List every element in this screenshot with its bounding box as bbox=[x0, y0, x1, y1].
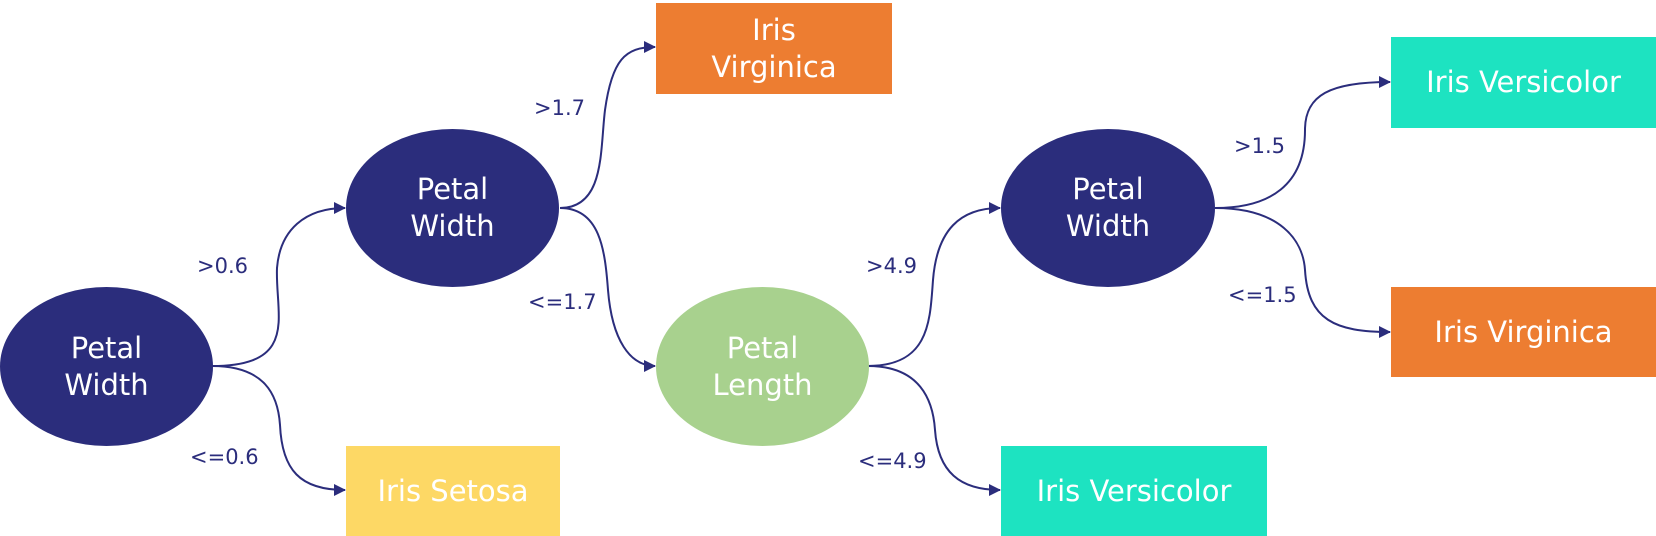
leaf-iris-versicolor-bottom: Iris Versicolor bbox=[1001, 446, 1267, 536]
node-mid-petal-width: Petal Width bbox=[346, 129, 559, 287]
leaf-virginica-right-label: Iris Virginica bbox=[1434, 314, 1613, 349]
node-right-petal-width: Petal Width bbox=[1001, 129, 1215, 287]
edge-petal-width-to-virginica-right bbox=[1214, 207, 1391, 338]
node-mid-line1: Petal bbox=[416, 172, 489, 206]
edge-petal-width-to-petal-length bbox=[559, 207, 656, 372]
edge-label-gt-0-6: >0.6 bbox=[197, 254, 248, 278]
leaf-versicolor-bottom-label: Iris Versicolor bbox=[1036, 473, 1232, 508]
leaf-versicolor-right-label: Iris Versicolor bbox=[1426, 65, 1621, 99]
edge-root-to-setosa bbox=[211, 365, 346, 496]
leaf-setosa-label: Iris Setosa bbox=[377, 473, 529, 508]
leaf-iris-setosa: Iris Setosa bbox=[346, 446, 560, 536]
edge-label-le-0-6: <=0.6 bbox=[190, 445, 259, 469]
node-petal-length: Petal Length bbox=[656, 287, 869, 446]
node-right-line2: Width bbox=[1065, 209, 1151, 243]
leaf-iris-virginica-right: Iris Virginica bbox=[1391, 287, 1656, 377]
edge-petal-width-to-virginica bbox=[559, 41, 656, 209]
leaf-iris-versicolor-right: Iris Versicolor bbox=[1391, 37, 1656, 128]
node-pl-line1: Petal bbox=[726, 330, 799, 365]
node-right-line1: Petal bbox=[1072, 172, 1144, 206]
node-root-line2: Width bbox=[64, 367, 149, 402]
leaf-virginica-top-line2: Virginica bbox=[711, 49, 837, 84]
edge-petal-width-to-versicolor bbox=[1214, 76, 1391, 209]
node-pl-line2: Length bbox=[712, 367, 813, 402]
edge-petal-length-to-petal-width bbox=[867, 202, 1001, 367]
edge-label-le-4-9: <=4.9 bbox=[858, 449, 927, 473]
edge-root-to-petal-width bbox=[211, 202, 346, 367]
edge-label-gt-1-5: >1.5 bbox=[1234, 134, 1285, 158]
edge-petal-length-to-versicolor bbox=[867, 365, 1001, 496]
edge-label-gt-1-7: >1.7 bbox=[534, 96, 585, 120]
edge-label-le-1-5: <=1.5 bbox=[1228, 283, 1297, 307]
node-root-petal-width: Petal Width bbox=[0, 287, 213, 446]
node-root-line1: Petal bbox=[70, 330, 143, 365]
leaf-virginica-top-line1: Iris bbox=[752, 12, 796, 47]
leaf-iris-virginica-top: Iris Virginica bbox=[656, 3, 892, 94]
edge-label-gt-4-9: >4.9 bbox=[866, 254, 917, 278]
edge-label-le-1-7: <=1.7 bbox=[528, 290, 597, 314]
node-mid-line2: Width bbox=[410, 209, 495, 243]
